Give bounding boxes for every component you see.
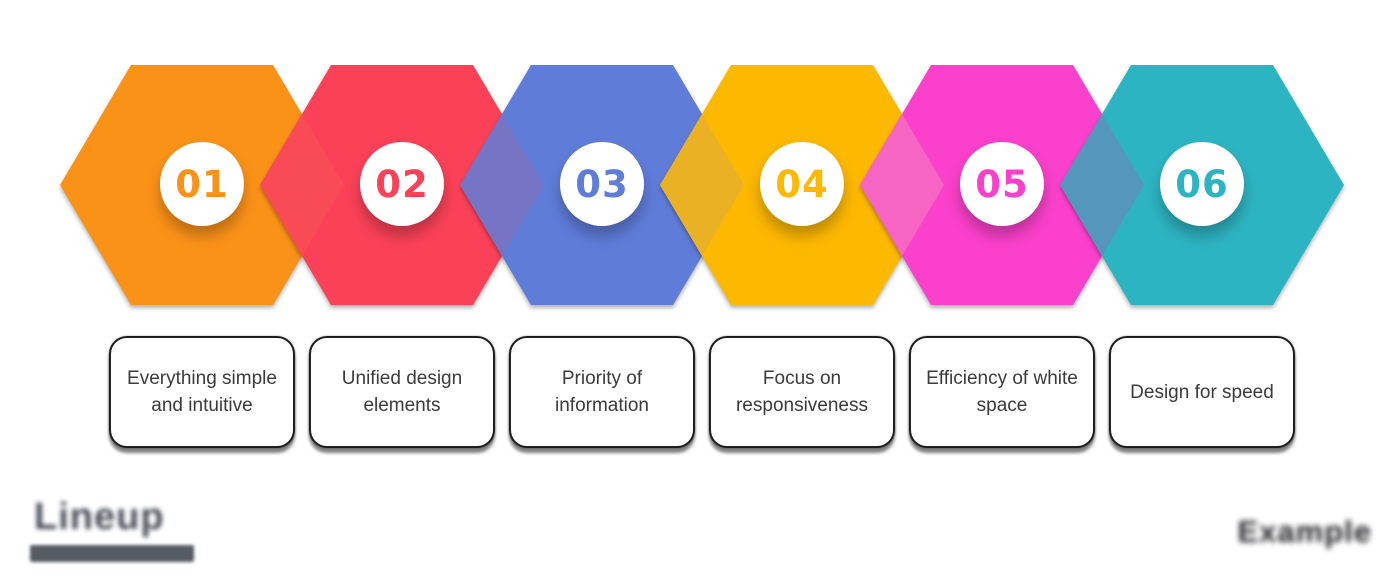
step-5-card: Efficiency of white space [909, 336, 1095, 448]
step-4-number: 04 [775, 162, 829, 206]
step-4-number-badge: 04 [760, 142, 844, 226]
step-6-number-badge: 06 [1160, 142, 1244, 226]
step-6-label: Design for speed [1130, 381, 1274, 403]
step-3-card: Priority of information [509, 336, 695, 448]
step-2-number: 02 [375, 162, 429, 206]
step-5-number: 05 [975, 162, 1029, 206]
step-4-card: Focus on responsiveness [709, 336, 895, 448]
step-2: 02 Unified design elements [260, 65, 544, 455]
step-3: 03 Priority of information [460, 65, 744, 455]
step-1-number-badge: 01 [160, 142, 244, 226]
step-3-number-badge: 03 [560, 142, 644, 226]
step-5-label: Efficiency of white space [926, 368, 1078, 416]
example-watermark: Example [1237, 514, 1372, 549]
step-1-number: 01 [175, 162, 229, 206]
step-3-number: 03 [575, 162, 629, 206]
step-1-card: Everything simple and intuitive [109, 336, 295, 448]
step-2-number-badge: 02 [360, 142, 444, 226]
step-2-card: Unified design elements [309, 336, 495, 448]
step-6-card: Design for speed [1109, 336, 1295, 448]
brand-wordmark: Lineup [34, 496, 165, 538]
step-5-number-badge: 05 [960, 142, 1044, 226]
step-3-label: Priority of information [555, 368, 649, 416]
step-2-label: Unified design elements [341, 368, 463, 416]
brand-underline-bar [30, 545, 194, 562]
step-1-label: Everything simple and intuitive [127, 368, 277, 416]
step-6-number: 06 [1175, 162, 1229, 206]
step-4-label: Focus on responsiveness [735, 368, 869, 416]
